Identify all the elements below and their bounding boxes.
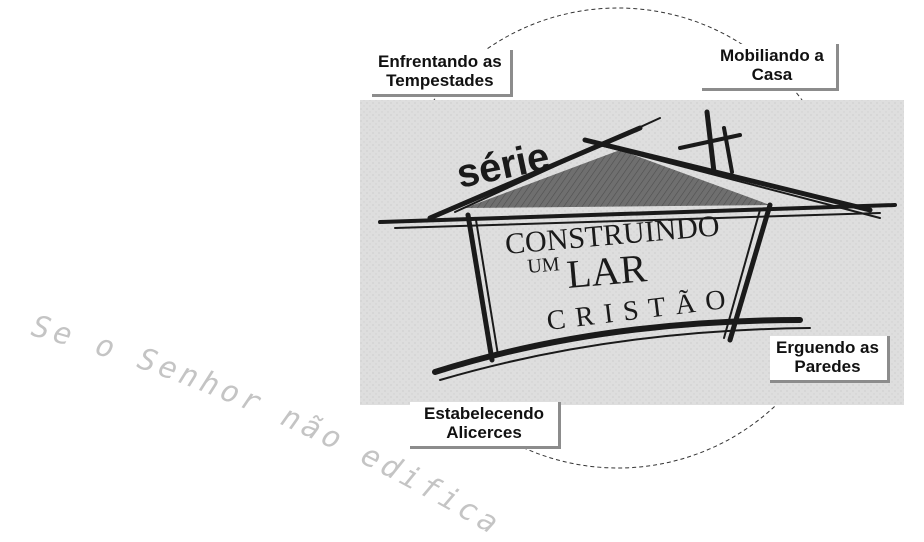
callout-line: Paredes — [794, 357, 861, 376]
callout-line: Erguendo as — [776, 338, 879, 357]
callout-enfrentando-as-tempestades: Enfrentando as Tempestades — [372, 50, 513, 97]
callout-line: Alicerces — [446, 423, 522, 442]
callout-line: Tempestades — [386, 71, 494, 90]
logo-lar: LAR — [565, 245, 649, 297]
logo-um: UM — [527, 253, 561, 278]
callout-mobiliando-a-casa: Mobiliando a Casa — [702, 44, 839, 91]
callout-line: Enfrentando as — [378, 52, 502, 71]
callout-line: Casa — [751, 65, 793, 84]
callout-estabelecendo-alicerces: Estabelecendo Alicerces — [410, 402, 561, 449]
callout-erguendo-as-paredes: Erguendo as Paredes — [770, 336, 890, 383]
callout-line: Mobiliando a — [720, 46, 824, 65]
callout-line: Estabelecendo — [424, 404, 544, 423]
house-logo — [378, 109, 897, 381]
